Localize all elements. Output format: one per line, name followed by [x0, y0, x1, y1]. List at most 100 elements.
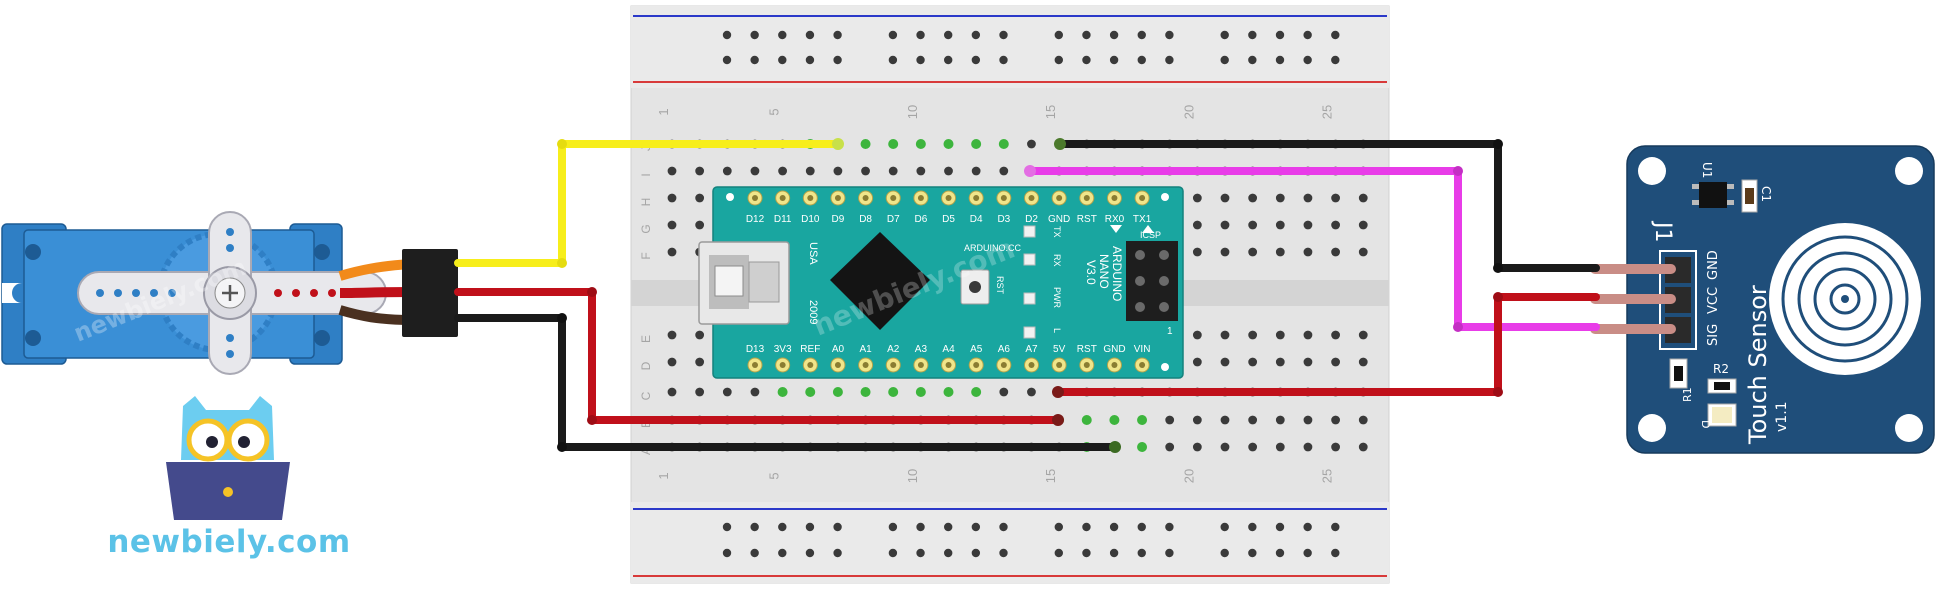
nano-pin-label: D13 [746, 344, 765, 355]
breadboard-hole [1192, 442, 1202, 452]
nano-pin-label: A7 [1025, 344, 1038, 355]
breadboard-hole [916, 166, 926, 176]
breadboard-hole [1275, 415, 1285, 425]
nano-pin-label: A5 [970, 344, 983, 355]
rail-hole [1331, 548, 1340, 558]
nano-pin-hole [862, 362, 869, 368]
row-letter: F [639, 252, 653, 259]
servo-cable-brown [338, 305, 411, 325]
breadboard-hole [1358, 357, 1368, 367]
rail-hole [888, 30, 898, 40]
breadboard-hole [1192, 330, 1202, 340]
rail-hole [999, 522, 1008, 532]
column-number: 15 [1043, 469, 1058, 483]
rail-hole [1220, 55, 1229, 65]
sensor-ground-wire [1056, 140, 1600, 272]
rail-hole [1248, 55, 1257, 65]
hole-connected [943, 139, 954, 149]
rail-hole [999, 55, 1008, 65]
nano-pin-label: RST [1077, 214, 1097, 225]
nano-mount-hole [726, 193, 734, 201]
nano-pin-label: D12 [746, 214, 765, 225]
nano-pin-label: A2 [887, 344, 900, 355]
breadboard-hole [750, 166, 760, 176]
column-number: 20 [1181, 105, 1196, 119]
rail-hole [805, 30, 815, 40]
led-label-rx: RX [1052, 254, 1062, 267]
servo-screw [314, 330, 330, 346]
hole-connected [971, 387, 982, 397]
breadboard-hole [999, 387, 1009, 397]
rail-hole [1220, 522, 1229, 532]
nano-pin-label: VIN [1134, 344, 1151, 355]
breadboard-hole [1027, 139, 1036, 149]
breadboard-hole [1192, 415, 1202, 425]
nano-pin-hole [917, 362, 924, 368]
rail-hole [833, 30, 842, 40]
hole-connected [915, 139, 926, 149]
rail-hole [1082, 55, 1091, 65]
rail-hole [1137, 522, 1146, 532]
nano-pin-hole [834, 362, 841, 368]
nano-year-label: 2009 [807, 300, 819, 324]
nano-pin-label: A0 [832, 344, 845, 355]
breadboard-hole [1303, 193, 1313, 203]
rail-hole [722, 55, 732, 65]
nano-pin-label: A4 [942, 344, 955, 355]
hole-connected [860, 387, 871, 397]
brand-text[interactable]: newbiely.com [107, 524, 351, 560]
nano-pin-hole [1028, 362, 1035, 368]
rail-hole [1303, 522, 1312, 532]
column-number: 1 [656, 472, 671, 479]
breadboard-hole [1192, 357, 1202, 367]
nano-mount-hole [1161, 193, 1169, 201]
rail-hole [916, 548, 925, 558]
reset-button[interactable] [960, 269, 990, 305]
breadboard-hole [667, 166, 677, 176]
label-r1: R1 [1681, 387, 1694, 402]
breadboard-hole [1248, 193, 1258, 203]
breadboard-hole [1303, 415, 1313, 425]
nano-name-line-3: V3.0 [1084, 260, 1098, 285]
rail-hole [722, 548, 732, 558]
nano-pin-hole [1111, 195, 1118, 201]
nano-pin-hole [779, 195, 786, 201]
nano-name-line-2: NANO [1097, 254, 1111, 289]
rail-hole [999, 548, 1008, 558]
breadboard-hole [1358, 220, 1368, 230]
breadboard-hole [1275, 220, 1285, 230]
nano-pin-label: D11 [774, 214, 792, 225]
rail-hole [750, 55, 759, 65]
hole-connected [888, 139, 899, 149]
breadboard-hole [1358, 193, 1368, 203]
breadboard-hole [1248, 220, 1258, 230]
breadboard-hole [1331, 415, 1340, 425]
icsp-label: ICSP [1140, 230, 1161, 240]
nano-pin-label: D4 [970, 214, 983, 225]
nano-pin-hole [1056, 195, 1063, 201]
breadboard-hole [1303, 442, 1313, 452]
hole-connected [971, 139, 982, 149]
breadboard-hole [1248, 247, 1258, 257]
touch-pad[interactable] [1769, 223, 1921, 375]
servo-power-wire [454, 288, 1062, 424]
rail-hole [833, 55, 842, 65]
owl-logo-icon [166, 396, 290, 520]
rail-hole [1220, 30, 1229, 40]
hole-connected [1137, 442, 1148, 452]
breadboard-hole [1165, 415, 1175, 425]
breadboard-hole [1220, 415, 1230, 425]
breadboard-hole [1303, 330, 1313, 340]
rail-hole [1165, 55, 1174, 65]
breadboard-hole [1248, 330, 1258, 340]
nano-pin-label: A6 [998, 344, 1011, 355]
hole-connected [1081, 415, 1092, 425]
breadboard-hole [1358, 330, 1368, 340]
rail-hole [944, 55, 953, 65]
nano-pin-hole [917, 195, 924, 201]
nano-pin-hole [807, 195, 814, 201]
breadboard-hole [1331, 220, 1340, 230]
sensor-mount-hole [1638, 414, 1666, 442]
signal-wire [454, 140, 842, 267]
breadboard-hole [667, 387, 677, 397]
